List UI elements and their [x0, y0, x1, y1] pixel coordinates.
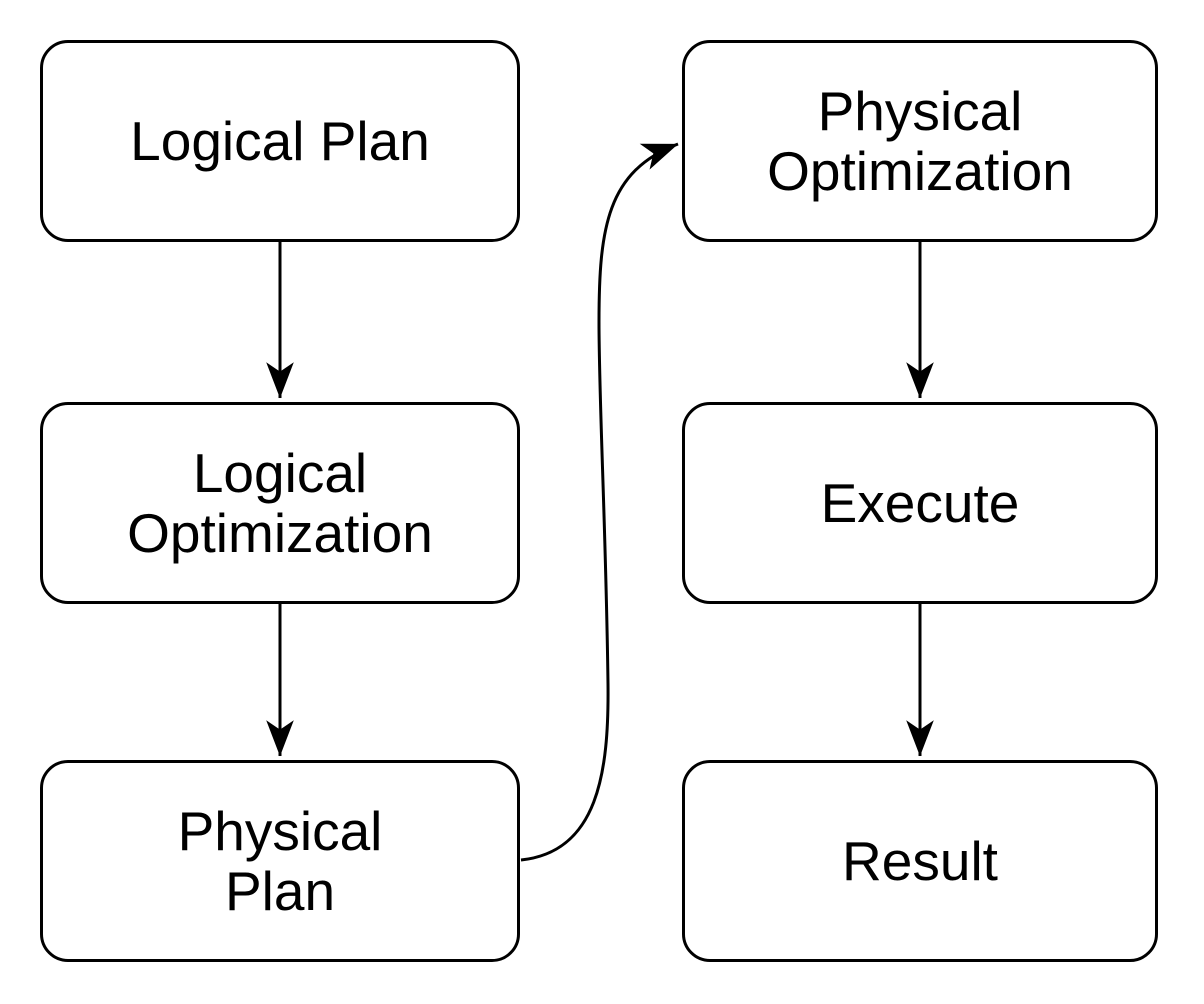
node-execute-label: Execute: [820, 471, 1020, 534]
node-physical-plan: Physical Plan: [40, 760, 520, 962]
edge-physical-plan-to-physical-optimization: [520, 142, 679, 862]
node-logical-optimization-label: Logical Optimization: [127, 441, 433, 564]
node-result: Result: [682, 760, 1158, 962]
node-logical-plan-label: Logical Plan: [130, 109, 430, 172]
node-logical-optimization: Logical Optimization: [40, 402, 520, 604]
node-physical-plan-label: Physical Plan: [177, 799, 383, 922]
node-physical-optimization: Physical Optimization: [682, 40, 1158, 242]
node-result-label: Result: [842, 829, 998, 892]
node-execute: Execute: [682, 402, 1158, 604]
node-physical-optimization-label: Physical Optimization: [767, 79, 1073, 202]
node-logical-plan: Logical Plan: [40, 40, 520, 242]
